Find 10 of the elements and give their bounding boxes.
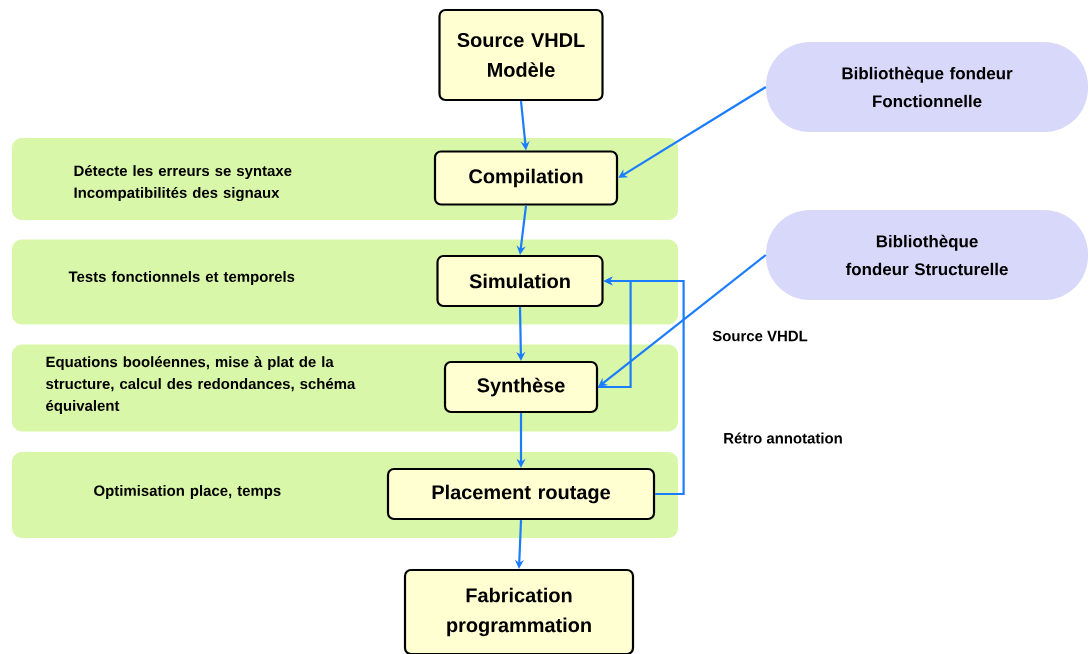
process-box: Placement routage — [386, 467, 656, 521]
arrow — [618, 86, 767, 178]
process-box: Fabrication programmation — [403, 568, 635, 654]
process-box: Source VHDL Modèle — [438, 8, 604, 102]
process-box: Compilation — [433, 150, 619, 206]
edge-label: Rétro annotation — [722, 431, 844, 445]
arrow — [598, 254, 767, 387]
process-box: Synthèse — [443, 360, 599, 414]
process-box: Simulation — [436, 254, 604, 308]
note-label: Source VHDL — [712, 330, 808, 342]
